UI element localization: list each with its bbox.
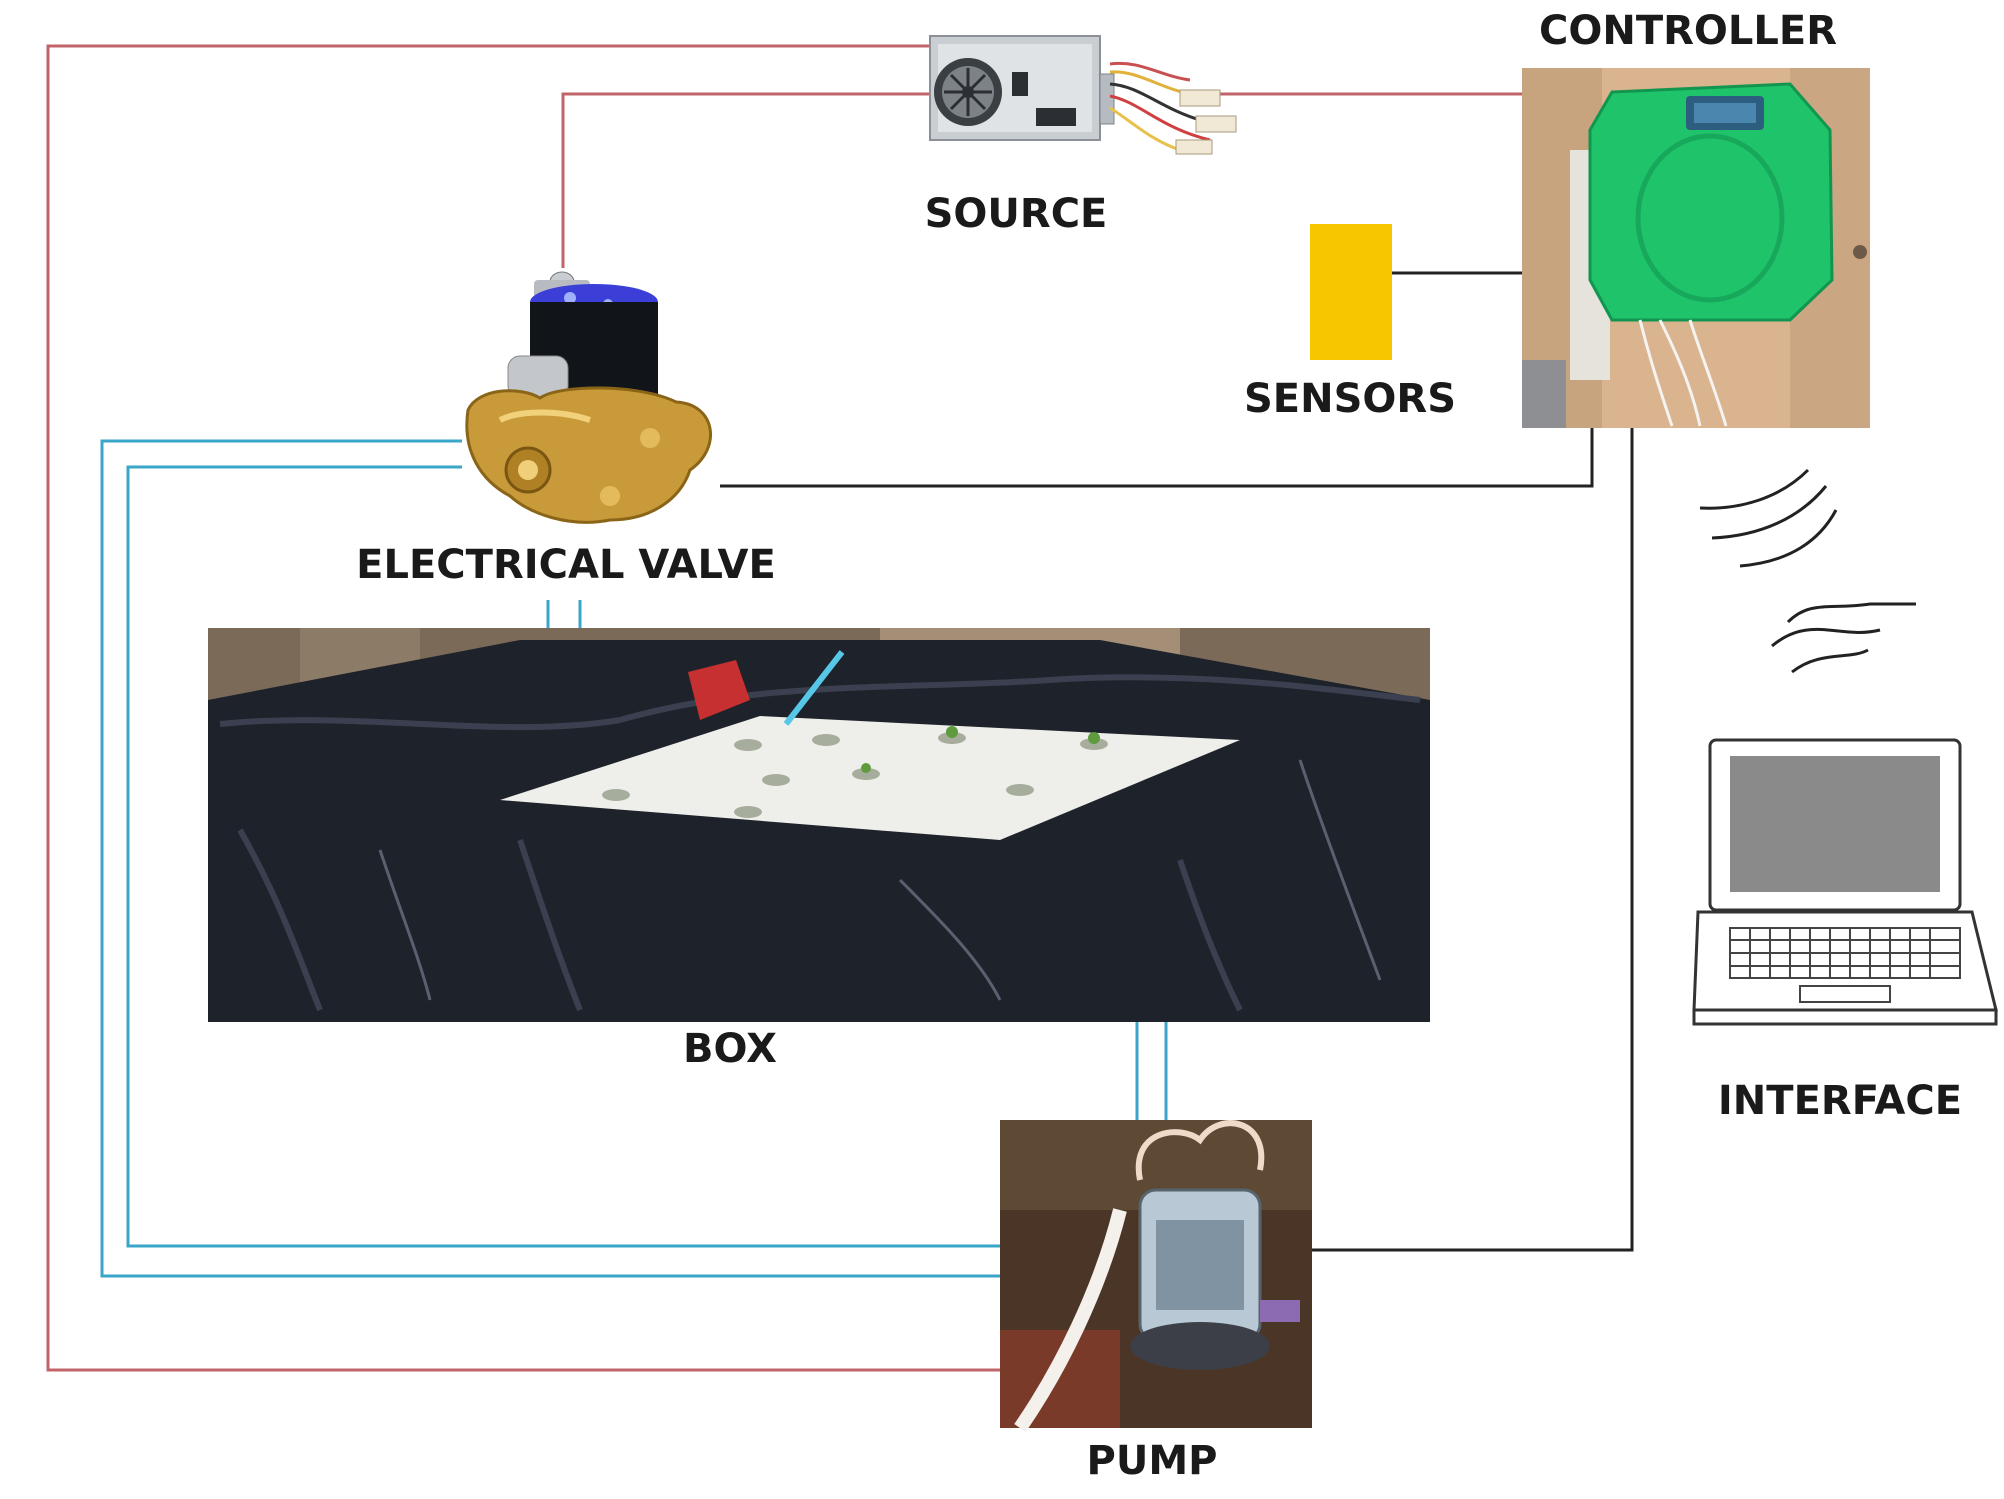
pump-photo — [1000, 1120, 1312, 1432]
water-pipes — [100, 439, 1168, 1278]
pump-label: PUMP — [1087, 1438, 1218, 1484]
sensors-label: SENSORS — [1244, 376, 1456, 422]
power-wire-source-pump — [46, 44, 1000, 1372]
wireless-signal-icon — [1699, 468, 1916, 674]
controller-label: CONTROLLER — [1539, 8, 1837, 54]
sensor-block — [1310, 224, 1392, 360]
solenoid-valve-icon — [465, 271, 712, 524]
signal-wires — [720, 271, 1634, 1252]
signal-wire-controller-pump — [1312, 428, 1634, 1252]
power-wire-source-valve — [561, 92, 930, 268]
valve-label: ELECTRICAL VALVE — [356, 542, 776, 588]
grow-box-photo — [208, 628, 1430, 1022]
source-label: SOURCE — [925, 191, 1108, 237]
interface-label: INTERFACE — [1718, 1078, 1962, 1124]
box-label: BOX — [683, 1026, 777, 1072]
controller-photo — [1522, 68, 1870, 428]
power-wires — [46, 44, 1522, 1372]
water-pipe-valve-pump-inner — [126, 465, 1000, 1248]
water-pipe-valve-pump-outer — [100, 439, 1000, 1278]
signal-wire-controller-valve — [720, 428, 1594, 488]
power-supply-icon — [929, 35, 1237, 155]
laptop-icon — [1692, 738, 1998, 1026]
